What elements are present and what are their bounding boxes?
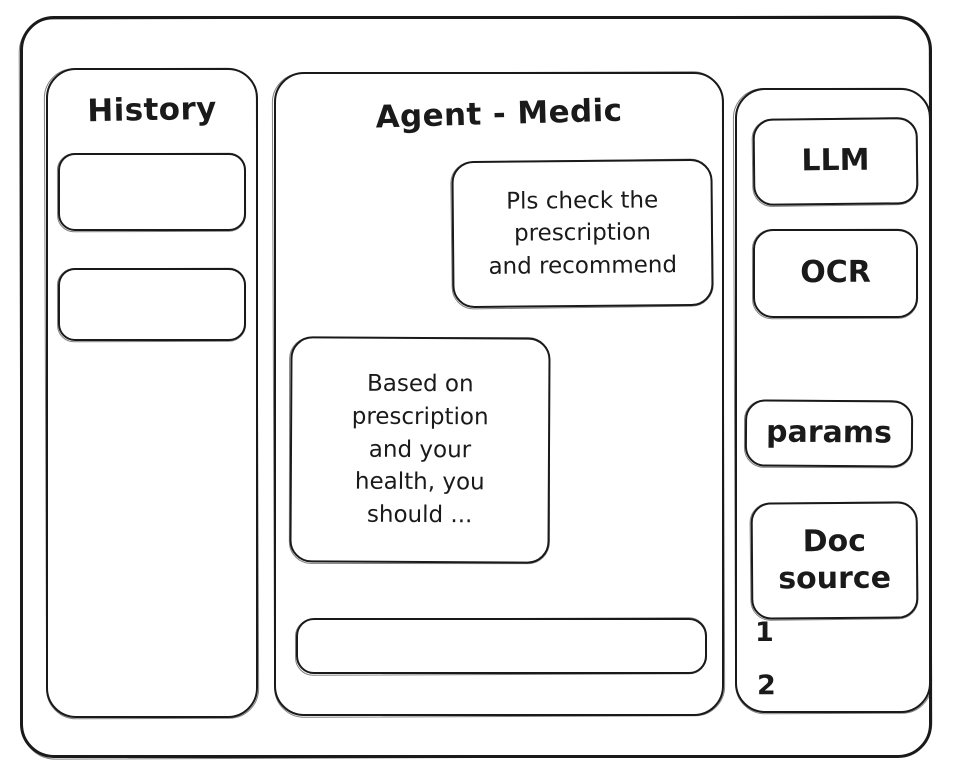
history-list-item[interactable] bbox=[58, 268, 246, 341]
history-list-item[interactable] bbox=[58, 153, 246, 231]
tool-button-params-label: params bbox=[765, 414, 893, 451]
message-input[interactable] bbox=[296, 618, 707, 674]
tools-panel bbox=[735, 88, 931, 713]
user-message-text: Pls check the prescription and recommend bbox=[488, 186, 678, 280]
tool-button-params[interactable]: params bbox=[744, 399, 914, 468]
history-panel bbox=[46, 68, 258, 718]
tool-button-doc-source-label: Doc source bbox=[778, 523, 892, 596]
tool-button-ocr-label: OCR bbox=[800, 255, 871, 291]
user-message-bubble: Pls check the prescription and recommend bbox=[451, 158, 714, 309]
tool-button-ocr[interactable]: OCR bbox=[753, 229, 918, 318]
assistant-message-bubble: Based on prescription and your health, y… bbox=[289, 336, 551, 564]
tool-button-llm-label: LLM bbox=[801, 142, 870, 179]
assistant-message-text: Based on prescription and your health, y… bbox=[351, 371, 489, 529]
tool-button-doc-source[interactable]: Doc source bbox=[750, 501, 919, 620]
agent-panel bbox=[274, 72, 724, 716]
tool-button-llm[interactable]: LLM bbox=[752, 117, 919, 206]
